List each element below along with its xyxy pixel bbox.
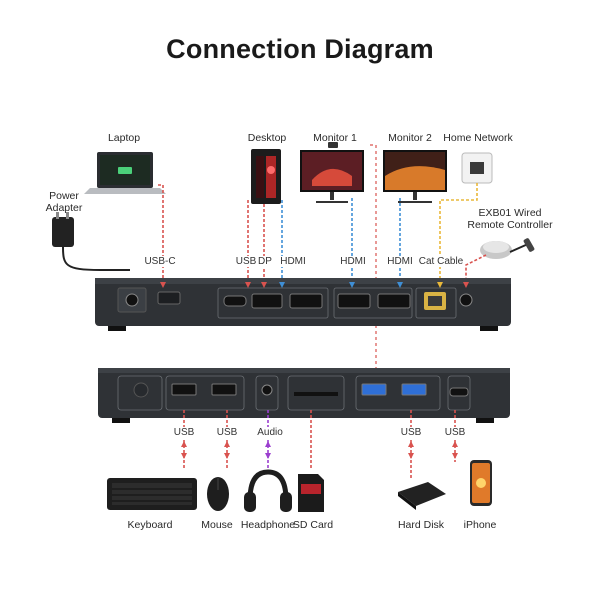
port-label-dp: DP [257, 256, 273, 267]
hard-disk-label: Hard Disk [397, 519, 445, 531]
monitor2-icon [383, 150, 447, 203]
port-label-cat-cable: Cat Cable [417, 256, 465, 267]
port-label-audio: Audio [256, 427, 284, 438]
power-adapter-icon [52, 212, 130, 271]
sd-card-label: SD Card [292, 519, 334, 531]
port-label-hdmi-monitor2: HDMI [386, 256, 414, 267]
sd-card-icon [298, 474, 324, 512]
dock-rear-panel [95, 278, 511, 331]
dock-front-panel [98, 368, 510, 423]
port-label-hdmi-monitor1: HDMI [339, 256, 367, 267]
diagram-title: Connection Diagram [166, 34, 434, 64]
headphone-label: Headphone [240, 519, 296, 531]
port-label-usb-front-3: USB [399, 427, 423, 438]
port-label-usb-c: USB-C [143, 256, 177, 267]
monitor1-icon [300, 142, 364, 203]
headphone-icon [244, 469, 292, 512]
desktop-tower-icon [251, 149, 281, 204]
iphone-icon [470, 460, 492, 506]
keyboard-icon [107, 478, 197, 510]
desktop-label: Desktop [247, 132, 287, 144]
mouse-icon [207, 477, 229, 511]
power-adapter-label: Power Adapter [45, 190, 83, 214]
port-label-hdmi-desktop: HDMI [279, 256, 307, 267]
port-label-usb-front-4: USB [443, 427, 467, 438]
remote-controller-icon [480, 238, 535, 259]
laptop-icon [84, 152, 166, 194]
hard-disk-icon [398, 482, 446, 510]
port-label-usb-front-1: USB [172, 427, 196, 438]
monitor1-label: Monitor 1 [313, 132, 357, 144]
port-label-usb-rear: USB [234, 256, 258, 267]
home-network-label: Home Network [443, 132, 513, 144]
laptop-label: Laptop [107, 132, 141, 144]
port-label-usb-front-2: USB [215, 427, 239, 438]
monitor2-label: Monitor 2 [388, 132, 432, 144]
ethernet-jack-icon [461, 152, 493, 184]
keyboard-label: Keyboard [127, 519, 173, 531]
iphone-label: iPhone [463, 519, 497, 531]
remote-controller-label: EXB01 Wired Remote Controller [467, 207, 553, 231]
mouse-label: Mouse [201, 519, 233, 531]
